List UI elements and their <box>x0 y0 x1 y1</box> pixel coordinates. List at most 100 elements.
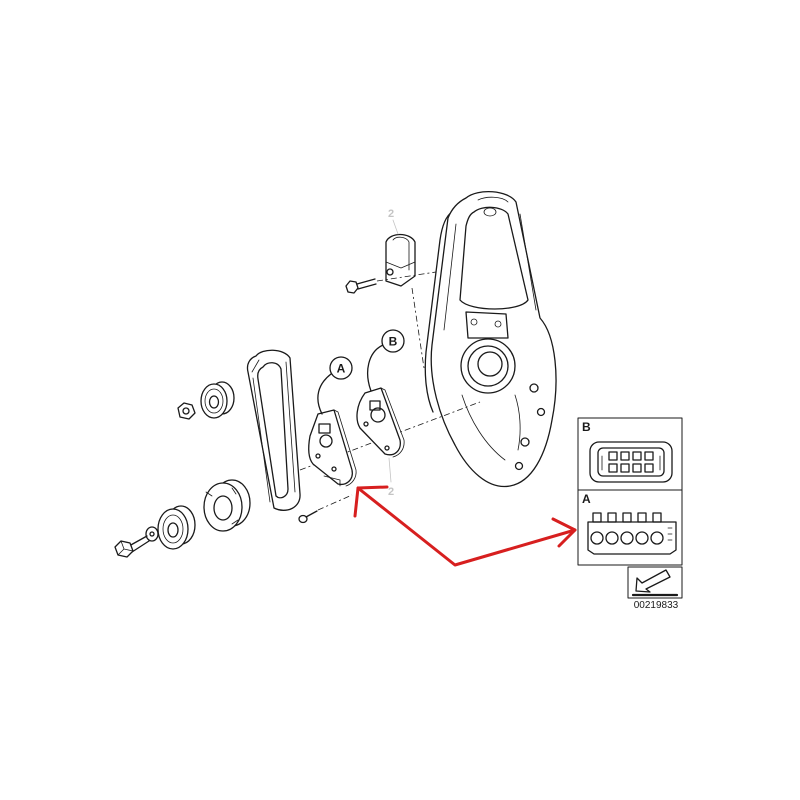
sensor-a-cable <box>317 373 332 415</box>
lower-pulley-groove <box>162 514 184 544</box>
connector-a-latch <box>607 512 617 523</box>
sensor-plate-b <box>356 387 405 458</box>
housing-bolt-hole <box>529 383 539 393</box>
connector-b-pin <box>632 463 642 473</box>
timing-belt <box>246 349 301 511</box>
highlight-arrow <box>353 485 577 567</box>
sensor-a-boss <box>319 434 333 448</box>
callout-b-circle <box>381 329 405 353</box>
connector-b-shell <box>589 441 673 483</box>
connector-b-pin <box>620 463 630 473</box>
callout-b-label: B <box>389 335 398 349</box>
washer-body <box>145 526 159 542</box>
connector-b-pin <box>608 451 618 461</box>
inset-b-label: B <box>582 420 591 434</box>
connector-a-ribs <box>667 527 673 541</box>
nut-body <box>177 402 196 420</box>
inset-a-label: A <box>582 492 591 506</box>
part-2-lower-leader <box>388 457 392 483</box>
connector-a-drawing <box>587 512 677 555</box>
bolt-head-face <box>117 540 134 556</box>
cable-bracket <box>385 233 416 287</box>
highlight-arrow-head-start <box>353 485 389 518</box>
connector-a-latch <box>622 512 632 523</box>
housing-inner-rim <box>459 206 529 310</box>
lower-pulley-front <box>157 508 189 550</box>
sensor-a-hole <box>315 453 321 459</box>
sensor-plate-a-body <box>308 409 353 486</box>
sensor-screw-shaft <box>305 510 318 518</box>
housing-boss-outer <box>460 338 516 394</box>
sensor-screw-head <box>298 514 308 524</box>
connector-b-drawing <box>589 441 673 483</box>
sensor-screw <box>298 510 318 524</box>
housing-sensor-mount <box>465 311 509 339</box>
callout-a-label: A <box>337 362 346 376</box>
connector-a-socket <box>635 531 649 545</box>
bracket-screw-head <box>345 280 359 294</box>
connector-a-latch <box>652 512 662 523</box>
bracket-body <box>385 233 416 287</box>
bracket-axis-line <box>376 271 437 282</box>
orientation-arrow-icon <box>631 569 679 597</box>
timing-cover-housing <box>424 191 557 488</box>
sprocket-front <box>203 482 243 532</box>
connector-a-socket <box>605 531 619 545</box>
part-2-upper-label: 2 <box>388 208 394 220</box>
sprocket-hub <box>213 495 233 521</box>
callout-a: A <box>329 356 353 380</box>
housing-boss-ring <box>467 345 509 387</box>
housing-bolt-hole <box>520 437 530 447</box>
housing-web <box>461 394 521 461</box>
bracket-drop-line <box>411 287 425 369</box>
connector-b-pin <box>620 451 630 461</box>
housing-bolt-hole <box>536 407 546 417</box>
bracket-hole <box>386 268 394 276</box>
nut-bore <box>182 407 190 415</box>
orientation-arrow <box>635 569 671 593</box>
housing-boss-bore <box>477 351 503 377</box>
upper-pulley-hub <box>208 395 220 409</box>
bracket-screw <box>345 278 377 294</box>
part-2-upper-leader <box>392 219 399 235</box>
callout-b: B <box>381 329 405 353</box>
housing-top-hole <box>483 207 497 217</box>
connector-a-latch <box>592 512 602 523</box>
connector-a-socket <box>590 531 604 545</box>
sensor-a-hole <box>331 466 337 472</box>
sensor-b-hole <box>363 421 369 427</box>
bolt-shaft <box>128 535 150 553</box>
housing-mount-hole <box>494 320 502 328</box>
connector-a-socket <box>650 531 664 545</box>
lower-pulley <box>157 505 196 550</box>
upper-pulley-groove <box>204 388 224 414</box>
part-2-lower-label: 2 <box>388 486 394 498</box>
sensor-b-block <box>369 400 381 411</box>
upper-pulley <box>200 381 235 419</box>
belt-outer <box>246 349 301 511</box>
housing-rim-ridge <box>443 196 537 331</box>
housing-mount-hole <box>470 318 478 326</box>
housing-side-wall <box>424 211 453 413</box>
bracket-fold <box>385 236 416 271</box>
connector-b-key <box>601 455 661 471</box>
sprocket-notch <box>205 487 239 525</box>
sensor-b-boss <box>370 407 386 423</box>
drawing-number: 00219833 <box>634 600 679 611</box>
sensor-b-cable <box>367 344 384 392</box>
connector-a-socket <box>620 531 634 545</box>
sensor-plate-b-edge <box>380 387 405 458</box>
sensor-a-block <box>318 423 331 434</box>
highlight-arrow-shaft <box>356 486 577 567</box>
sprocket <box>203 479 251 532</box>
connector-b-face <box>597 447 665 477</box>
bracket-screw-shaft <box>356 278 377 290</box>
pulley-bolt <box>114 535 150 558</box>
connector-b-pin <box>608 463 618 473</box>
lower-pulley-hub <box>167 522 179 538</box>
connector-a-shell <box>587 521 677 555</box>
washer <box>145 526 159 542</box>
pulley-nut <box>177 402 196 420</box>
housing-bolt-hole <box>514 461 524 471</box>
highlight-arrow-head-end <box>551 517 577 548</box>
